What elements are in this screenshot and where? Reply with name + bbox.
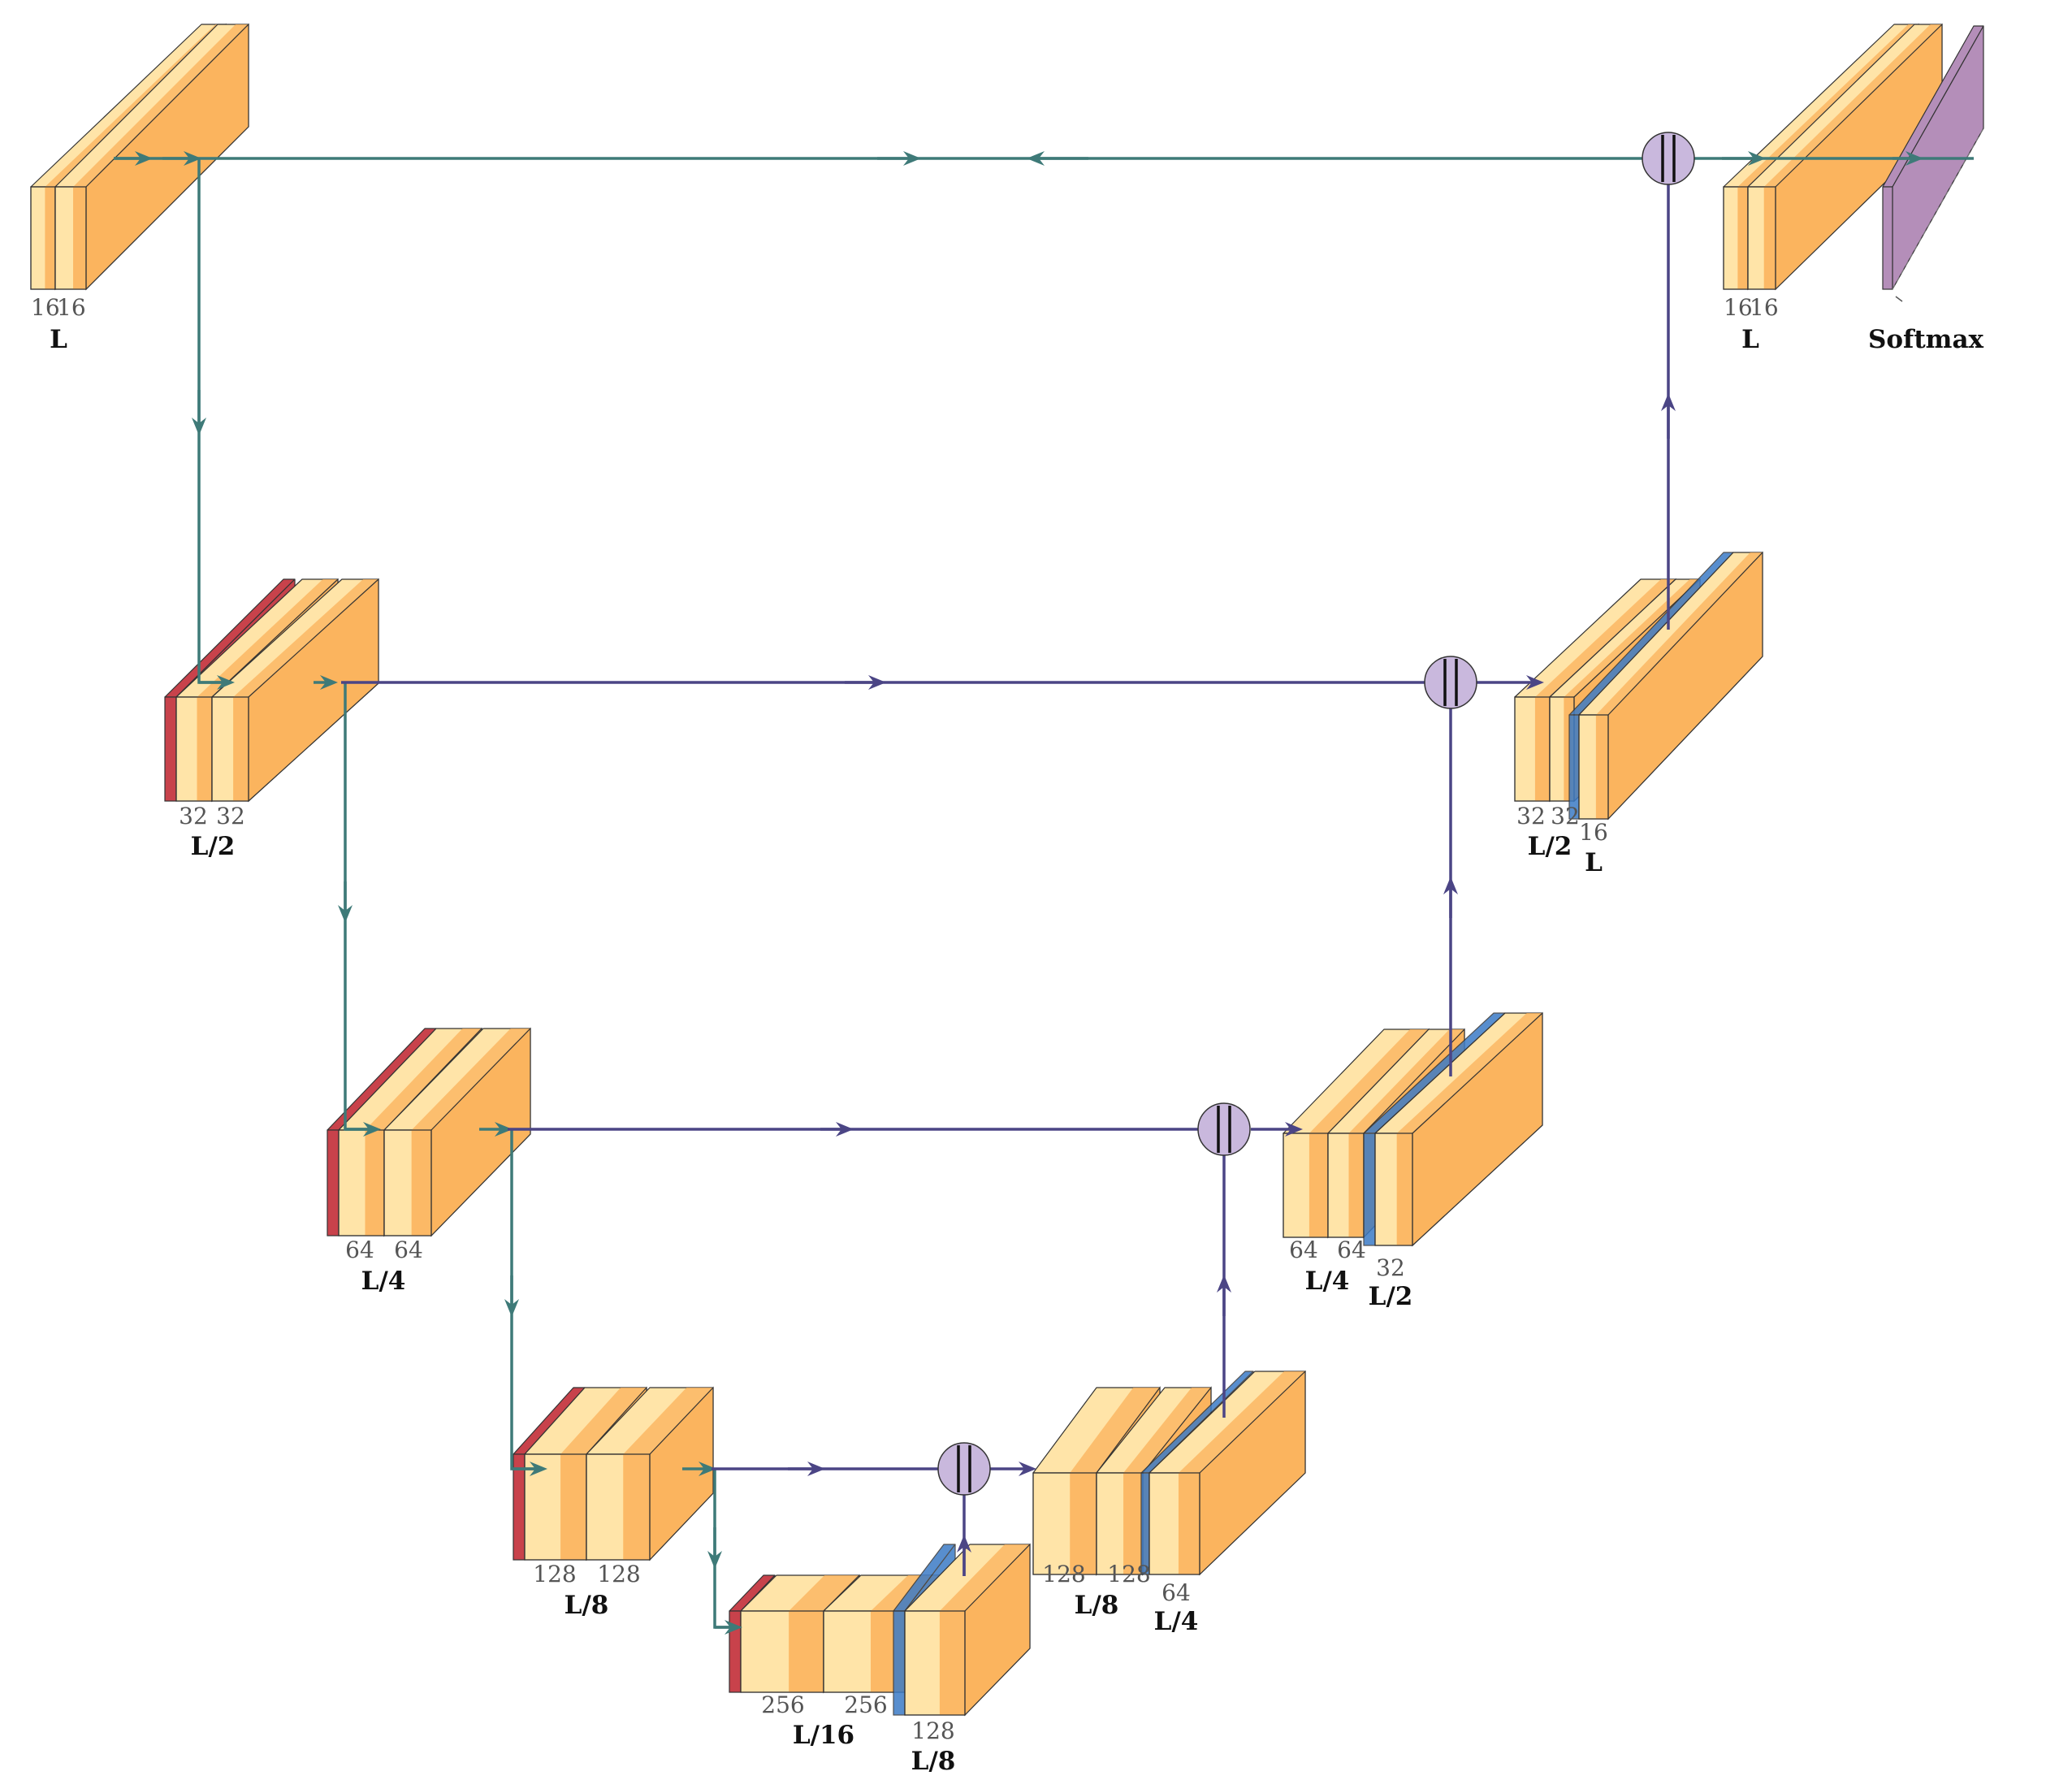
enc4-conv-2 bbox=[586, 1386, 714, 1561]
dec4-channels-2: 128 bbox=[1107, 1561, 1150, 1587]
bottleneck-resolution: L/16 bbox=[793, 1721, 854, 1750]
enc4-resolution: L/8 bbox=[565, 1591, 609, 1620]
enc2-resolution: L/2 bbox=[191, 832, 236, 861]
enc3-resolution: L/4 bbox=[361, 1267, 406, 1296]
enc2-channels-1: 32 bbox=[179, 803, 208, 829]
dec4-up-channels: 64 bbox=[1161, 1579, 1191, 1606]
down-1 bbox=[197, 158, 223, 684]
down-4 bbox=[713, 1469, 738, 1629]
dec1-channels-2: 16 bbox=[1750, 294, 1779, 321]
enc1-conv-2 bbox=[54, 23, 249, 291]
dec2-channels-1: 32 bbox=[1516, 803, 1546, 829]
dec3-channels-2: 64 bbox=[1337, 1236, 1366, 1263]
enc1-resolution: L bbox=[50, 325, 67, 354]
dec2-resolution: L/2 bbox=[1528, 832, 1572, 861]
concat-nodes bbox=[937, 132, 1695, 1496]
dec4-up-resolution: L/4 bbox=[1154, 1607, 1199, 1636]
bottleneck-channels-2: 256 bbox=[844, 1691, 887, 1718]
dec2-up-resolution: L bbox=[1585, 848, 1603, 877]
softmax-label: Softmax bbox=[1868, 325, 1984, 354]
bottleneck-channels-1: 256 bbox=[761, 1691, 804, 1718]
enc1-channels-1: 16 bbox=[31, 294, 60, 321]
enc2-conv-2 bbox=[211, 578, 379, 803]
labels: 16 16 L 32 32 L/2 64 64 L/4 128 128 L/8 … bbox=[31, 294, 1984, 1776]
enc4-channels-1: 128 bbox=[533, 1561, 576, 1587]
down-2 bbox=[344, 682, 370, 1131]
enc1-channels-2: 16 bbox=[57, 294, 86, 321]
enc4-channels-2: 128 bbox=[597, 1561, 640, 1587]
dec1-conv-2 bbox=[1747, 23, 1943, 291]
down-3 bbox=[510, 1129, 538, 1470]
layer-blocks bbox=[30, 23, 1984, 1717]
dec2-up-channels: 16 bbox=[1579, 819, 1608, 846]
dec4-up-conv bbox=[1148, 1370, 1306, 1576]
dec3-channels-1: 64 bbox=[1289, 1236, 1318, 1263]
dec1-channels-1: 16 bbox=[1724, 294, 1753, 321]
dec3-up-channels: 32 bbox=[1376, 1254, 1405, 1281]
enc3-channels-1: 64 bbox=[345, 1236, 374, 1263]
enc2-channels-2: 32 bbox=[216, 803, 245, 829]
bottleneck-up-channels: 128 bbox=[911, 1717, 954, 1744]
dec3-up-resolution: L/2 bbox=[1369, 1282, 1413, 1311]
concat-l bbox=[1642, 132, 1695, 185]
concat-l4 bbox=[1197, 1102, 1251, 1156]
bottleneck-up-conv bbox=[904, 1543, 1031, 1717]
enc3-conv-2 bbox=[383, 1027, 531, 1237]
dec2-up-conv bbox=[1578, 551, 1763, 821]
dec4-resolution: L/8 bbox=[1075, 1591, 1119, 1620]
enc3-channels-2: 64 bbox=[394, 1236, 423, 1263]
concat-l8 bbox=[937, 1442, 991, 1496]
bottleneck-up-resolution: L/8 bbox=[911, 1747, 956, 1776]
concat-l2 bbox=[1424, 656, 1477, 709]
connection-arrows bbox=[114, 151, 1974, 1635]
dec3-resolution: L/4 bbox=[1305, 1267, 1350, 1296]
dec4-channels-1: 128 bbox=[1042, 1561, 1085, 1587]
dec1-resolution: L bbox=[1741, 325, 1759, 354]
dec2-channels-2: 32 bbox=[1551, 803, 1580, 829]
softmax-tick bbox=[1895, 296, 1903, 302]
dec3-up-conv bbox=[1374, 1011, 1543, 1247]
